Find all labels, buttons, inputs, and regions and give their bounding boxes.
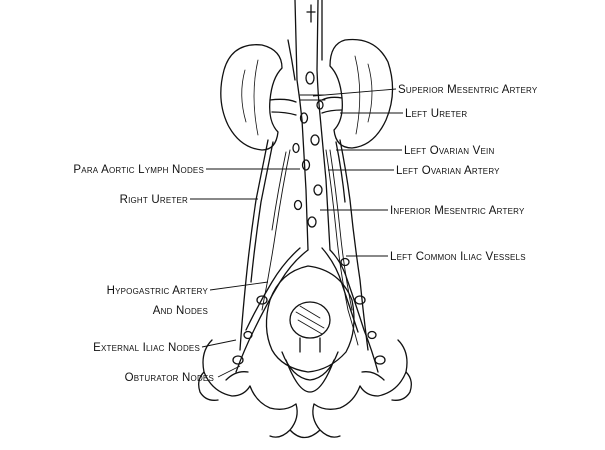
labels: Superior Mesentric Artery Left Ureter Le… [73,84,537,384]
label-left-ovarian-vein: Left Ovarian Vein [404,145,494,157]
label-hypogastric-artery-line2: And Nodes [153,305,208,317]
label-left-common-iliac-vessels: Left Common Iliac Vessels [390,251,526,263]
label-left-ovarian-artery: Left Ovarian Artery [396,165,500,177]
left-kidney [322,39,393,148]
leader-superior-mesentric-artery [313,89,396,96]
aorta-and-vena-cava [288,0,330,250]
label-superior-mesentric-artery: Superior Mesentric Artery [398,84,538,96]
label-inferior-mesentric-artery: Inferior Mesentric Artery [390,205,525,217]
leader-external-iliac-nodes [202,340,236,347]
label-external-iliac-nodes: External Iliac Nodes [93,342,200,354]
pelvis [266,266,354,392]
label-obturator-nodes: Obturator Nodes [125,372,214,384]
label-right-ureter: Right Ureter [120,194,188,206]
label-left-ureter: Left Ureter [405,108,467,120]
right-kidney [221,45,296,150]
ovarian-vessels [262,150,358,345]
pelvic-floor [199,340,412,438]
label-para-aortic-lymph-nodes: Para Aortic Lymph Nodes [73,164,204,176]
leader-hypogastric-artery [210,282,268,290]
label-hypogastric-artery-line1: Hypogastric Artery [107,285,209,297]
anatomy-illustration [199,0,412,438]
